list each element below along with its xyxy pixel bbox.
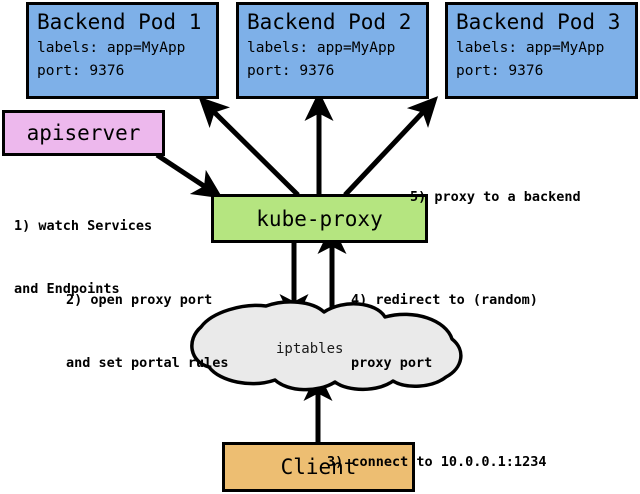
client-box: Client: [222, 442, 415, 492]
backend-pod-3-labels: labels: app=MyApp: [456, 40, 605, 56]
backend-pod-2-title: Backend Pod 2: [247, 10, 412, 34]
annotation-step-2-line-1: 2) open proxy port: [66, 292, 213, 308]
backend-pod-1-labels: labels: app=MyApp: [37, 40, 186, 56]
annotation-step-2-line-2: and set portal rules: [66, 355, 229, 371]
client-label: Client: [280, 455, 357, 479]
apiserver-label: apiserver: [26, 121, 141, 145]
backend-pod-1-box: Backend Pod 1 labels: app=MyApp port: 93…: [26, 2, 219, 99]
annotation-step-2: 2) open proxy port and set portal rules: [66, 248, 229, 416]
backend-pod-2-box: Backend Pod 2 labels: app=MyApp port: 93…: [236, 2, 429, 99]
annotation-step-1: 1) watch Services and Endpoints: [14, 174, 152, 342]
annotation-step-5: 5) proxy to a backend: [410, 145, 581, 250]
annotation-step-3: 3) connect to 10.0.0.1:1234: [327, 410, 546, 494]
backend-pod-3-title: Backend Pod 3: [456, 10, 621, 34]
annotation-step-1-line-1: 1) watch Services: [14, 218, 153, 234]
arrow-kubeproxy-to-pod1: [198, 96, 300, 197]
annotation-step-5-line-1: 5) proxy to a backend: [410, 189, 581, 205]
annotation-step-1-line-2: and Endpoints: [14, 281, 120, 297]
iptables-cloud-shape: [190, 300, 463, 392]
arrow-kubeproxy-to-pod3: [343, 96, 439, 197]
backend-pod-3-port: port: 9376: [456, 63, 544, 79]
annotation-step-4: 4) redirect to (random) proxy port: [351, 248, 538, 416]
backend-pod-3-box: Backend Pod 3 labels: app=MyApp port: 93…: [445, 2, 638, 99]
kube-proxy-label: kube-proxy: [256, 206, 383, 231]
annotation-step-4-line-2: proxy port: [351, 355, 433, 371]
backend-pod-1-port: port: 9376: [37, 63, 125, 79]
kube-proxy-box: kube-proxy: [211, 194, 428, 243]
iptables-label: iptables: [276, 341, 344, 357]
backend-pod-1-title: Backend Pod 1: [37, 10, 202, 34]
backend-pod-2-port: port: 9376: [247, 63, 335, 79]
annotation-step-3-line-1: 3) connect to 10.0.0.1:1234: [327, 454, 547, 470]
apiserver-box: apiserver: [2, 110, 165, 156]
annotation-step-4-line-1: 4) redirect to (random): [351, 292, 538, 308]
arrow-apiserver-to-kubeproxy: [155, 152, 223, 199]
backend-pod-2-labels: labels: app=MyApp: [247, 40, 396, 56]
